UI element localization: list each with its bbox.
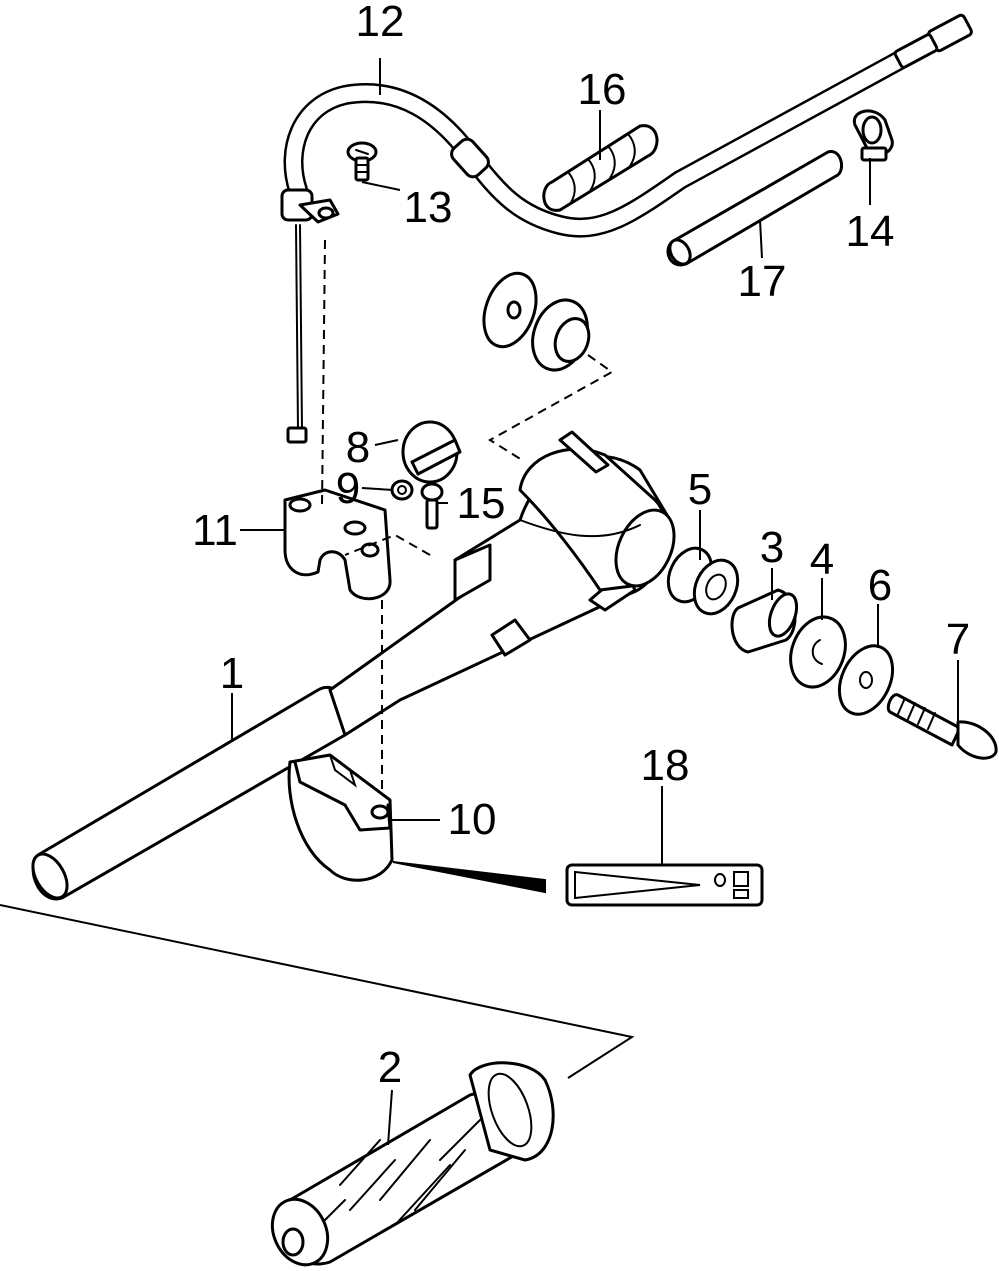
bush-5: [666, 546, 740, 616]
callout-14: 14: [846, 207, 895, 256]
washer-4: [789, 615, 847, 689]
upper-holder-11: [283, 488, 392, 601]
hose-17: [666, 150, 844, 267]
collar-3: [730, 588, 799, 654]
callout-16: 16: [578, 65, 627, 114]
callout-8: 8: [346, 423, 370, 472]
cap-8: [401, 420, 462, 484]
grip-2: [270, 1061, 555, 1267]
washer-6: [837, 644, 895, 716]
screw-15: [420, 482, 444, 530]
callout-4: 4: [810, 535, 834, 584]
throttle-cable: [280, 13, 973, 444]
callout-2: 2: [378, 1043, 402, 1092]
bolt-7: [886, 693, 998, 760]
callout-1: 1: [220, 649, 244, 698]
callout-3: 3: [760, 523, 784, 572]
callout-5: 5: [688, 465, 712, 514]
upper-washer: [482, 271, 538, 349]
screw-13: [346, 141, 378, 182]
spiral-wrap-16: [542, 124, 659, 212]
callout-11: 11: [192, 506, 238, 555]
callout-12: 12: [356, 0, 405, 46]
callout-6: 6: [868, 561, 892, 610]
handlebar-assembly-1: [31, 430, 676, 901]
lower-holder-10: [287, 753, 394, 882]
label-18: [565, 863, 764, 907]
leader-lines: [231, 58, 959, 1146]
callout-17: 17: [738, 257, 787, 306]
callout-9: 9: [336, 464, 360, 513]
callout-15: 15: [457, 479, 506, 528]
nut-9: [390, 479, 414, 501]
upper-bushing: [531, 298, 591, 372]
callout-13: 13: [404, 183, 453, 232]
cable-clamp-14: [852, 109, 894, 162]
callout-7: 7: [946, 615, 970, 664]
callout-18: 18: [641, 741, 690, 790]
callout-labels: 12 16 13 14 17 8 9 15 11 5 3 4 6 7 1 18 …: [192, 0, 970, 1092]
callout-10: 10: [448, 795, 497, 844]
